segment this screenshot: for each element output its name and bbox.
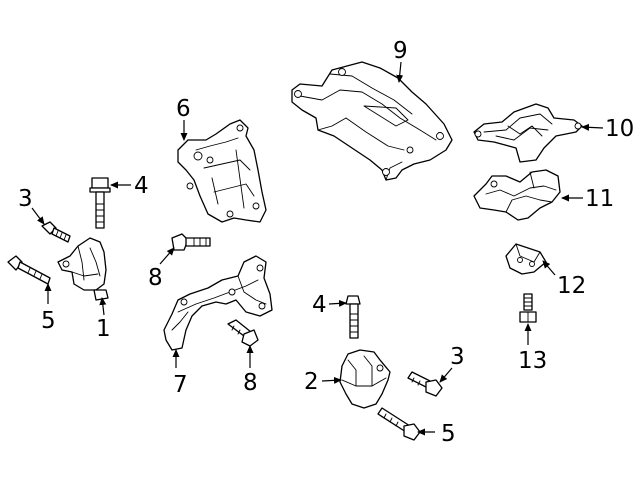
part-12-clip (505, 243, 547, 275)
bolt-4-left (89, 177, 111, 229)
callout-5-left: 5 (41, 308, 56, 334)
bolt-4-right (345, 295, 361, 339)
part-6-bracket (177, 119, 267, 223)
callout-13: 13 (518, 348, 547, 374)
bolt-3-right (407, 371, 443, 397)
callout-3-right: 3 (450, 344, 465, 370)
callout-4-left: 4 (134, 173, 149, 199)
callout-1: 1 (96, 316, 111, 342)
callout-4-right: 4 (312, 292, 327, 318)
part-9-crossmember (291, 61, 453, 181)
callout-9: 9 (393, 38, 408, 64)
callout-11: 11 (585, 186, 614, 212)
callout-7: 7 (173, 372, 188, 398)
callout-10: 10 (605, 116, 634, 142)
leader-lines (31, 61, 604, 436)
part-1-mount (57, 237, 109, 301)
bolt-5-left (7, 255, 51, 285)
callout-3-left: 3 (18, 186, 33, 212)
bolt-8-left (171, 233, 211, 251)
callout-8-left: 8 (148, 265, 163, 291)
callout-2: 2 (304, 369, 319, 395)
bolt-8-center (227, 319, 259, 347)
callout-6: 6 (176, 96, 191, 122)
part-10-bracket (473, 103, 583, 163)
part-7-bracket (163, 255, 273, 351)
callout-12: 12 (557, 273, 586, 299)
bolt-5-right (377, 407, 421, 441)
part-11-bracket (473, 169, 561, 221)
callout-8-center: 8 (243, 370, 258, 396)
bolt-3-left (41, 221, 71, 243)
part-2-mount (339, 349, 391, 409)
callout-5-right: 5 (441, 421, 456, 447)
part-13-stud-bolt (519, 293, 537, 323)
